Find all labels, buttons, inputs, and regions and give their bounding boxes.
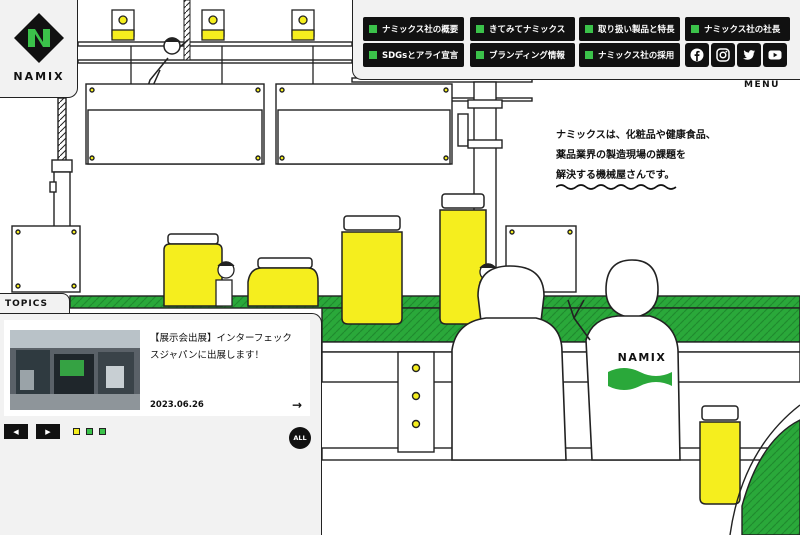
topic-date: 2023.06.26 — [150, 400, 204, 410]
namix-logo-icon — [14, 13, 64, 63]
topics-tab — [0, 293, 70, 315]
topics-heading: TOPICS — [5, 299, 48, 309]
nav-branding[interactable]: ブランディング情報 — [470, 43, 575, 67]
twitter-icon — [743, 50, 755, 60]
worker-shirt-text: NAMIX — [618, 351, 667, 364]
climbing-person — [145, 37, 189, 93]
foreground-workers — [451, 259, 681, 461]
nav-recruit[interactable]: ナミックス社の採用 — [579, 43, 680, 67]
topics-next-button[interactable]: ▶ — [36, 424, 60, 439]
youtube-button[interactable] — [763, 43, 787, 67]
nav-marker-icon — [369, 51, 377, 59]
climbing-rope — [183, 0, 191, 61]
nav-marker-icon — [476, 25, 484, 33]
hanging-panels — [85, 83, 453, 165]
nav-products[interactable]: 取り扱い製品と特長 — [579, 17, 680, 41]
topic-arrow-icon[interactable]: → — [292, 398, 303, 412]
nav-visit-namix[interactable]: きてみてナミックス — [470, 17, 575, 41]
menu-button[interactable]: MENU — [744, 80, 780, 90]
instagram-icon — [716, 48, 730, 62]
topics-pager-dot[interactable] — [73, 428, 80, 435]
nav-marker-icon — [369, 25, 377, 33]
left-pipe-unit — [11, 97, 81, 293]
nav-marker-icon — [476, 51, 484, 59]
logo[interactable]: NAMIX — [0, 0, 78, 98]
logo-text: NAMIX — [13, 70, 65, 83]
facebook-icon — [690, 48, 704, 62]
topics-pager-dot[interactable] — [86, 428, 93, 435]
nav-marker-icon — [585, 51, 593, 59]
facebook-button[interactable] — [685, 43, 709, 67]
topics-prev-button[interactable]: ◀ — [4, 424, 28, 439]
right-conveyor — [729, 404, 800, 535]
tagline-line: ナミックスは、化粧品や健康食品、 — [556, 130, 716, 141]
nav-marker-icon — [585, 25, 593, 33]
ceiling-clamps — [111, 9, 315, 84]
tagline-line: 薬品業界の製造現場の課題を — [556, 150, 686, 161]
tagline-wave-underline — [556, 184, 677, 190]
nav-president[interactable]: ナミックス社の社長 — [685, 17, 790, 41]
youtube-icon — [768, 50, 782, 60]
tagline: ナミックスは、化粧品や健康食品、 薬品業界の製造現場の課題を 解決する機械屋さん… — [556, 126, 776, 186]
topics-pager-dot[interactable] — [99, 428, 106, 435]
nav-marker-icon — [691, 25, 699, 33]
topic-title[interactable]: 【展示会出展】インターフェックスジャパンに出展します！ — [150, 333, 292, 361]
nav-company-overview[interactable]: ナミックス社の概要 — [363, 17, 464, 41]
tagline-line: 解決する機械屋さんです。 — [556, 170, 675, 181]
nav-sdgs[interactable]: SDGsとアライ宣言 — [363, 43, 464, 67]
topics-all-button[interactable]: ALL — [289, 427, 311, 449]
topic-thumbnail[interactable] — [10, 330, 140, 410]
instagram-button[interactable] — [711, 43, 735, 67]
twitter-button[interactable] — [737, 43, 761, 67]
